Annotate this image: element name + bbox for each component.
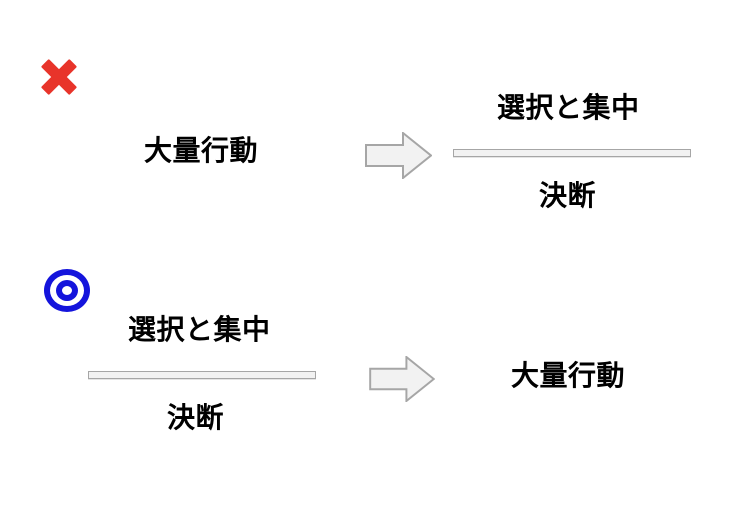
row2-left-fraction-stack: 選択と集中 決断 xyxy=(85,312,320,437)
red-cross-icon xyxy=(40,58,78,95)
row2-denominator-decision: 決断 xyxy=(167,401,225,434)
row1-numerator-selection-focus: 選択と集中 xyxy=(497,91,640,124)
row-wrong-order: 大量行動 選択と集中 決断 xyxy=(0,0,750,250)
right-arrow-shape xyxy=(369,356,435,402)
row1-right-fraction-stack: 選択と集中 決断 xyxy=(450,90,695,215)
blue-double-circle-icon xyxy=(44,269,90,312)
row2-right-label-mass-action: 大量行動 xyxy=(511,359,626,392)
right-arrow-icon-row1 xyxy=(365,132,432,179)
row2-divider-bar xyxy=(88,371,316,379)
right-arrow-shape xyxy=(365,132,432,179)
right-arrow-icon-row2 xyxy=(369,356,435,402)
circle-ring-outer xyxy=(44,269,90,312)
row-right-order: 選択と集中 決断 大量行動 xyxy=(0,255,750,508)
row1-denominator-decision: 決断 xyxy=(539,179,597,212)
circle-ring-inner xyxy=(56,280,78,301)
row1-divider-bar xyxy=(453,149,691,157)
row2-numerator-selection-focus: 選択と集中 xyxy=(128,313,271,346)
row1-left-label-mass-action: 大量行動 xyxy=(144,134,259,167)
